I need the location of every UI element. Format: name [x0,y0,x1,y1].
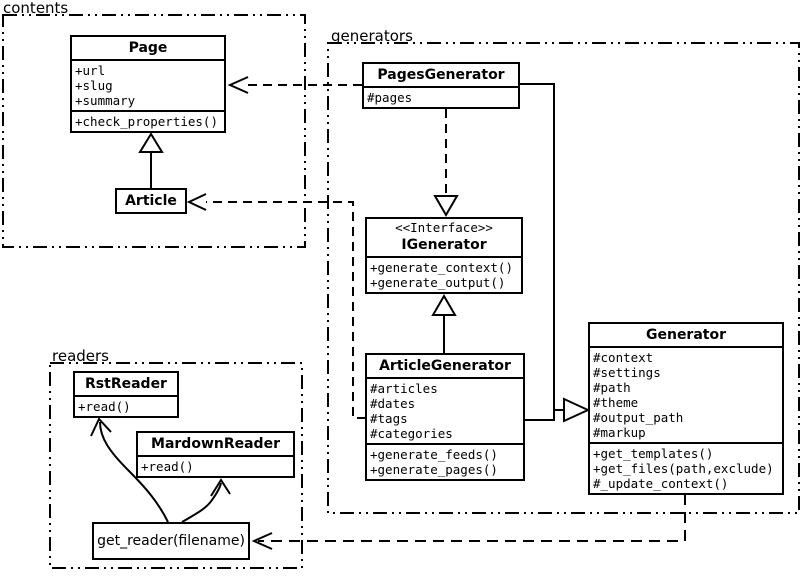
getreader-open-arrowhead-icon [251,532,273,550]
page-inheritance-triangle-icon [138,132,164,153]
getreader-function-box: get_reader(filename) [92,522,250,560]
class-igenerator-name: IGenerator [401,237,487,253]
generator-to-getreader-dashed-line [258,494,686,542]
class-articlegenerator-methods: +generate_feeds() +generate_pages() [367,443,523,479]
class-rstreader: RstReader +read() [73,371,179,418]
package-label-generators: generators [331,27,413,45]
method: +generate_pages() [370,462,498,477]
attribute: #markup [593,425,646,440]
getreader-to-mardownreader-curve [181,482,222,523]
igenerator-inheritance-triangle-icon [431,294,457,316]
attribute: #settings [593,365,661,380]
class-generator: Generator #context #settings #path #them… [588,322,784,495]
rstreader-open-arrowhead-icon [90,417,112,437]
method: +read() [141,459,194,474]
article-open-arrowhead-icon [186,193,207,211]
attribute: #pages [367,90,413,105]
generator-inheritance-triangle-icon [563,397,591,423]
class-mardownreader-methods: +read() [138,457,293,476]
class-pagesgenerator: PagesGenerator #pages [362,62,520,109]
package-label-readers: readers [52,347,109,365]
class-generator-title: Generator [590,324,782,348]
attribute: #articles [370,381,438,396]
articlegenerator-to-generator-line [525,410,555,421]
class-page-attributes: +url +slug +summary [72,61,224,110]
class-pagesgenerator-attributes: #pages [364,88,518,107]
attribute: +url [75,63,106,78]
class-igenerator-methods: +generate_context() +generate_output() [367,258,521,292]
method: +generate_context() [370,260,513,275]
igenerator-realization-triangle-icon [433,195,459,217]
attribute: #theme [593,395,639,410]
mardownreader-open-arrowhead-icon [210,478,231,497]
attribute: #tags [370,411,408,426]
class-articlegenerator-title: ArticleGenerator [367,355,523,379]
method: #_update_context() [593,476,729,491]
articlegenerator-to-article-dashed-line [206,201,366,419]
class-igenerator-title: <<Interface>> IGenerator [367,219,521,258]
method: +check_properties() [75,114,218,129]
class-igenerator: <<Interface>> IGenerator +generate_conte… [365,217,523,294]
class-page-methods: +check_properties() [72,110,224,131]
class-page-title: Page [72,37,224,61]
class-generator-methods: +get_templates() +get_files(path,exclude… [590,442,782,493]
attribute: #dates [370,396,416,411]
class-articlegenerator-attributes: #articles #dates #tags #categories [367,379,523,443]
pagesgenerator-to-generator-line [520,83,564,411]
method: +get_templates() [593,446,714,461]
package-label-contents: contents [3,0,69,17]
class-mardownreader: MardownReader +read() [136,431,295,478]
class-mardownreader-title: MardownReader [138,433,293,457]
class-igenerator-stereotype: <<Interface>> [395,220,493,235]
method: +generate_output() [370,275,506,290]
method: +generate_feeds() [370,447,498,462]
getreader-function-label: get_reader(filename) [97,533,245,549]
page-open-arrowhead-icon [227,76,249,94]
attribute: #context [593,350,654,365]
class-article: Article [115,188,187,214]
attribute: +slug [75,78,113,93]
generators-package-border [327,42,800,514]
readers-package-border [49,362,303,569]
class-page: Page +url +slug +summary +check_properti… [70,35,226,133]
attribute: +summary [75,93,136,108]
attribute: #output_path [593,410,684,425]
class-articlegenerator: ArticleGenerator #articles #dates #tags … [365,353,525,481]
method: +get_files(path,exclude) [593,461,774,476]
class-article-title: Article [125,193,177,209]
class-rstreader-title: RstReader [75,373,177,397]
method: +read() [78,399,131,414]
contents-package-border [2,14,306,248]
attribute: #path [593,380,631,395]
class-pagesgenerator-title: PagesGenerator [364,64,518,88]
getreader-to-rstreader-curve [99,421,169,523]
class-generator-attributes: #context #settings #path #theme #output_… [590,348,782,442]
class-rstreader-methods: +read() [75,397,177,416]
attribute: #categories [370,426,453,441]
